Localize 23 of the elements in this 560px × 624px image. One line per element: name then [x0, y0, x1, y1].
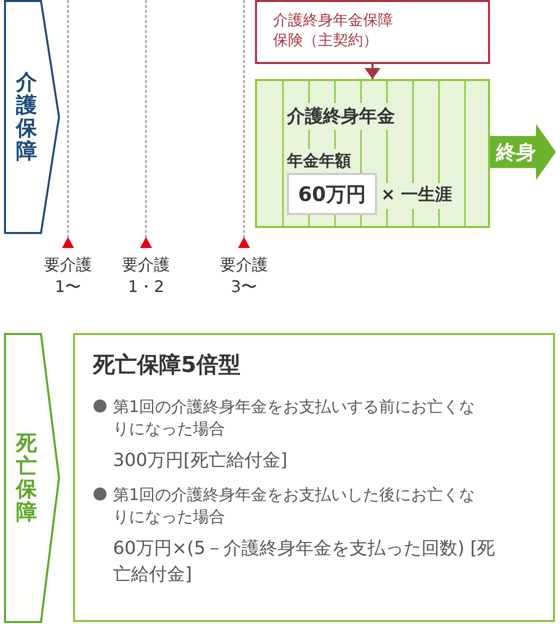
amount-text: 300万円[死亡給付金] [113, 449, 288, 473]
care-level-label: 要介護1・2 [121, 254, 171, 298]
care-level-label: 要介護3〜 [219, 254, 269, 298]
callout-text: 介護終身年金保障保険（主契約） [273, 10, 394, 50]
side-heading: 死亡保障 [16, 432, 37, 524]
pentagon-arrow [4, 333, 60, 623]
arrow-text: 終身 [496, 139, 536, 166]
pentagon-arrow [4, 0, 60, 234]
callout-box [255, 0, 490, 64]
annuity-panel [255, 79, 490, 228]
condition-text: 第1回の介護終身年金をお支払いした後にお亡くなりになった場合 [113, 484, 476, 528]
panel-label: 年金年額 [287, 149, 351, 173]
callout-pointer [364, 64, 380, 79]
condition-text: 第1回の介護終身年金をお支払いする前にお亡くなりになった場合 [113, 396, 476, 440]
panel-heading: 介護終身年金 [287, 103, 395, 130]
amount-text: 60万円×(5－介護終身年金を支払った回数) [死亡給付金] [113, 537, 496, 587]
panel-text: × 一生涯 [381, 183, 452, 208]
panel-heading: 死亡保障5倍型 [93, 352, 242, 380]
amount-box: 60万円 [287, 173, 377, 215]
arrow-shape [490, 124, 556, 180]
side-heading: 介護保障 [16, 70, 37, 164]
info-panel [73, 333, 555, 622]
care-level-label: 要介護1〜 [43, 254, 93, 298]
